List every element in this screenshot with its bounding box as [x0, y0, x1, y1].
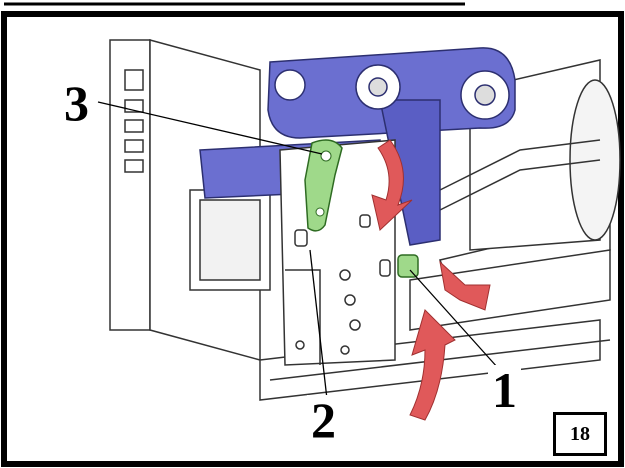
- green-knob: [397, 254, 419, 278]
- red-arrows: [371, 139, 491, 421]
- page-number-badge: 18: [553, 412, 607, 456]
- callout-2: 2: [307, 395, 340, 445]
- outer-frame: [1, 11, 624, 467]
- mechanism-plate: [279, 139, 396, 366]
- callout-1: 1: [488, 365, 521, 415]
- leader-lines: [97, 101, 499, 409]
- green-lever: [304, 139, 343, 232]
- callout-3: 3: [60, 78, 93, 128]
